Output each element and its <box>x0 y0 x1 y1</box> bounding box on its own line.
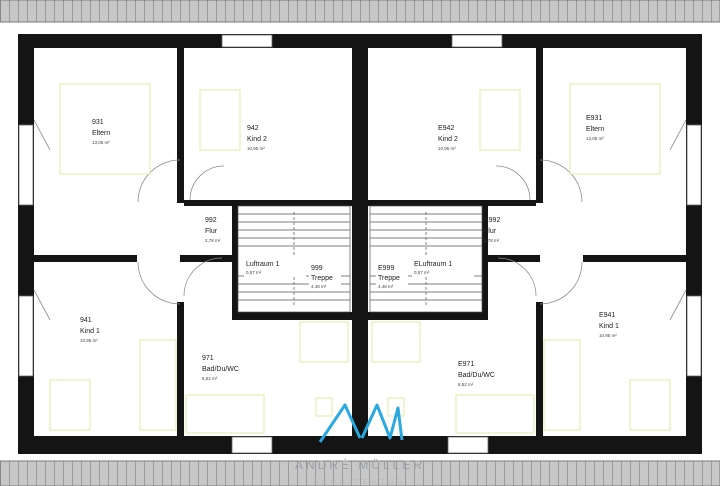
room-label-971: 971 Bad/Du/WC 8,52 m² <box>202 355 239 381</box>
svg-text:Bad/Du/WC: Bad/Du/WC <box>458 372 495 379</box>
svg-text:13,05 m²: 13,05 m² <box>92 140 110 145</box>
svg-text:Kind 2: Kind 2 <box>247 136 267 143</box>
svg-text:E992: E992 <box>484 217 500 224</box>
svg-text:992: 992 <box>205 217 217 224</box>
svg-text:Kind 1: Kind 1 <box>599 323 619 330</box>
interior-walls <box>34 48 686 436</box>
svg-text:E999: E999 <box>378 265 394 272</box>
stair-label-left: Luftraum 1 0,57 m² 999 Treppe 4,48 m² <box>244 257 341 290</box>
svg-text:E941: E941 <box>599 312 615 319</box>
svg-text:E931: E931 <box>586 115 602 122</box>
room-label-942: 942 Kind 2 10,95 m² <box>247 125 267 151</box>
bed-931 <box>59 83 151 175</box>
shower-e971 <box>371 321 421 363</box>
desk-942 <box>199 89 241 151</box>
watermark-logo: ANDRÉ MÜLLER ARCHITEKTUR <box>295 403 425 486</box>
furniture <box>49 83 671 434</box>
svg-text:E971: E971 <box>458 361 474 368</box>
room-label-e992: E992 Flur 2,78 m² <box>484 217 500 243</box>
svg-text:Eltern: Eltern <box>92 130 110 137</box>
svg-text:8,52 m²: 8,52 m² <box>458 382 474 387</box>
svg-text:ANDRÉ MÜLLER: ANDRÉ MÜLLER <box>295 457 425 472</box>
toilet-971 <box>315 397 333 417</box>
stair-label-right: ELuftraum 1 0,57 m² E999 Treppe 4,48 m² <box>376 257 474 290</box>
svg-text:941: 941 <box>80 317 92 324</box>
svg-text:0,57 m²: 0,57 m² <box>414 270 430 275</box>
svg-text:10,95 m²: 10,95 m² <box>599 333 617 338</box>
bed-e941 <box>543 339 581 431</box>
svg-text:999: 999 <box>311 265 323 272</box>
svg-text:ARCHITEKTUR: ARCHITEKTUR <box>313 479 407 486</box>
room-label-931: 931 Eltern 13,05 m² <box>92 119 110 145</box>
logo-monogram <box>318 403 404 443</box>
roof-edge-top <box>0 0 720 23</box>
svg-text:Flur: Flur <box>484 228 497 235</box>
svg-text:971: 971 <box>202 355 214 362</box>
svg-text:ELuftraum 1: ELuftraum 1 <box>414 261 452 268</box>
door-swings <box>33 119 687 321</box>
svg-text:Kind 2: Kind 2 <box>438 136 458 143</box>
bed-941 <box>139 339 177 431</box>
svg-text:13,05 m²: 13,05 m² <box>586 136 604 141</box>
svg-text:Kind 1: Kind 1 <box>80 328 100 335</box>
svg-text:Treppe: Treppe <box>311 275 333 282</box>
bed-e931 <box>569 83 661 175</box>
svg-text:Bad/Du/WC: Bad/Du/WC <box>202 366 239 373</box>
svg-text:0,57 m²: 0,57 m² <box>246 270 262 275</box>
svg-text:4,48 m²: 4,48 m² <box>378 284 394 289</box>
desk-e941 <box>629 379 671 431</box>
roof-edge-bottom <box>0 460 720 486</box>
room-label-e931: E931 Eltern 13,05 m² <box>586 115 604 141</box>
room-label-941: 941 Kind 1 10,95 m² <box>80 317 100 343</box>
shower-971 <box>299 321 349 363</box>
svg-text:Flur: Flur <box>205 228 218 235</box>
bathtub-e971 <box>455 394 535 434</box>
svg-text:942: 942 <box>247 125 259 132</box>
svg-text:2,78 m²: 2,78 m² <box>484 238 500 243</box>
desk-e942 <box>479 89 521 151</box>
room-label-e941: E941 Kind 1 10,95 m² <box>599 312 619 338</box>
svg-text:10,95 m²: 10,95 m² <box>438 146 456 151</box>
windows <box>18 34 702 454</box>
desk-941 <box>49 379 91 431</box>
room-label-e942: E942 Kind 2 10,95 m² <box>438 125 458 151</box>
room-label-e971: E971 Bad/Du/WC 8,52 m² <box>458 361 495 387</box>
svg-text:931: 931 <box>92 119 104 126</box>
svg-text:4,48 m²: 4,48 m² <box>311 284 327 289</box>
svg-text:10,95 m²: 10,95 m² <box>247 146 265 151</box>
room-label-992: 992 Flur 2,78 m² <box>205 217 221 243</box>
bathtub-971 <box>185 394 265 434</box>
svg-text:2,78 m²: 2,78 m² <box>205 238 221 243</box>
svg-text:Eltern: Eltern <box>586 126 604 133</box>
svg-text:Treppe: Treppe <box>378 275 400 282</box>
svg-text:10,95 m²: 10,95 m² <box>80 338 98 343</box>
svg-text:E942: E942 <box>438 125 454 132</box>
svg-text:8,52 m²: 8,52 m² <box>202 376 218 381</box>
svg-text:Luftraum 1: Luftraum 1 <box>246 261 280 268</box>
